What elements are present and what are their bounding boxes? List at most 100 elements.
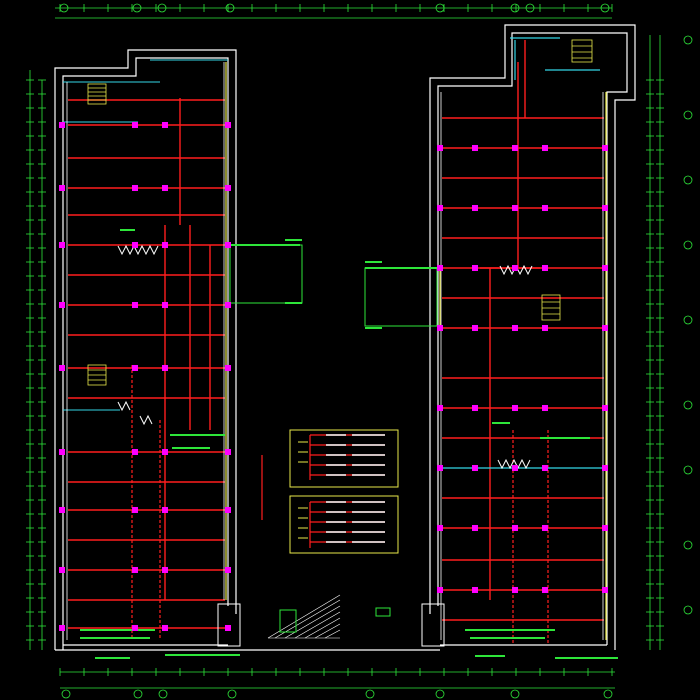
sprinkler-head-icon [225, 625, 231, 631]
bottom-stairwells [217, 603, 445, 647]
sprinkler-head-icon [132, 507, 138, 513]
sprinkler-head-icon [132, 567, 138, 573]
sprinkler-head-icon [225, 507, 231, 513]
sprinkler-head-icon [512, 265, 518, 271]
sprinkler-head-icon [472, 265, 478, 271]
wall-ticks [26, 4, 664, 676]
sprinkler-head-icon [162, 365, 168, 371]
sprinkler-head-icon [602, 205, 608, 211]
sprinkler-head-icon [162, 507, 168, 513]
sprinkler-head-icon [437, 525, 443, 531]
sprinkler-head-icon [59, 185, 65, 191]
sprinkler-head-icon [602, 525, 608, 531]
sprinkler-head-icon [472, 405, 478, 411]
sprinkler-head-icon [162, 242, 168, 248]
sprinkler-head-icon [437, 465, 443, 471]
sprinkler-head-icon [225, 449, 231, 455]
riser-labels [326, 434, 385, 543]
right-building-walls [429, 24, 636, 650]
riser-schedule [298, 441, 308, 539]
riser-lines [261, 434, 385, 548]
sprinkler-head-icon [512, 465, 518, 471]
sprinkler-head-icon [132, 122, 138, 128]
sprinkler-head-icon [132, 625, 138, 631]
sprinkler-head-icon [59, 449, 65, 455]
sprinkler-head-icon [542, 205, 548, 211]
sprinkler-head-icon [542, 145, 548, 151]
sprinkler-head-icon [602, 265, 608, 271]
sprinkler-head-icon [542, 325, 548, 331]
sprinkler-head-icon [59, 242, 65, 248]
sprinkler-head-icon [602, 587, 608, 593]
sprinkler-head-icon [437, 587, 443, 593]
sprinkler-head-icon [132, 449, 138, 455]
sprinkler-head-icon [472, 465, 478, 471]
sprinkler-head-icon [437, 325, 443, 331]
sprinkler-head-icon [472, 525, 478, 531]
sprinkler-head-icon [542, 525, 548, 531]
sprinkler-head-icon [162, 302, 168, 308]
sprinkler-head-icon [602, 325, 608, 331]
left-cyan-lines [63, 59, 228, 411]
sprinkler-head-icon [132, 302, 138, 308]
sprinkler-head-icon [59, 365, 65, 371]
sprinkler-head-icon [472, 205, 478, 211]
left-pipe-grid [68, 98, 225, 629]
sprinkler-head-icon [602, 145, 608, 151]
sprinkler-head-icon [162, 122, 168, 128]
sprinkler-head-icon [225, 122, 231, 128]
stair-icon [87, 39, 593, 386]
sprinkler-head-icon [602, 465, 608, 471]
dimension-lines [29, 7, 661, 689]
sprinkler-head-icon [132, 185, 138, 191]
left-building-walls [54, 49, 440, 651]
sprinkler-head-icon [512, 325, 518, 331]
sprinkler-head-icon [225, 185, 231, 191]
sprinkler-head-icon [162, 567, 168, 573]
sprinkler-head-icon [542, 265, 548, 271]
left-walls-inner [66, 62, 225, 640]
right-pipe-grid [442, 40, 604, 621]
sprinkler-head-icon [512, 525, 518, 531]
right-yellow-strip [439, 92, 607, 640]
axis-bubbles [59, 3, 693, 699]
sprinkler-head-icon [225, 365, 231, 371]
sprinkler-head-icon [225, 567, 231, 573]
sprinkler-head-icon [59, 567, 65, 573]
sprinkler-head-icon [59, 302, 65, 308]
sprinkler-head-icon [512, 145, 518, 151]
sprinkler-head-icon [542, 587, 548, 593]
sprinkler-head-icon [162, 449, 168, 455]
sprinkler-head-icon [437, 205, 443, 211]
sprinkler-head-icon [162, 625, 168, 631]
sprinkler-head-icon [59, 122, 65, 128]
sprinkler-head-icon [602, 405, 608, 411]
sprinkler-head-icon [512, 587, 518, 593]
sprinkler-head-icon [472, 145, 478, 151]
left-dashed-risers [131, 365, 161, 640]
connector-rooms [229, 244, 438, 554]
sprinkler-head-icon [542, 465, 548, 471]
sprinkler-head-icon [512, 205, 518, 211]
ramp [267, 594, 341, 639]
sprinkler-head-icon [225, 242, 231, 248]
sprinkler-head-icon [132, 365, 138, 371]
green-annotations [80, 229, 618, 659]
sprinkler-head-icon [472, 325, 478, 331]
sprinkler-head-icon [437, 145, 443, 151]
sprinkler-head-icon [512, 405, 518, 411]
right-walls-inner [440, 92, 604, 640]
sprinkler-head-icon [437, 405, 443, 411]
sprinkler-head-icon [132, 242, 138, 248]
sprinkler-head-icon [437, 265, 443, 271]
right-dashed-risers [512, 430, 549, 645]
sprinkler-heads [59, 122, 608, 631]
sprinkler-head-icon [162, 185, 168, 191]
sprinkler-head-icon [542, 405, 548, 411]
sprinkler-head-icon [472, 587, 478, 593]
sprinkler-head-icon [225, 302, 231, 308]
right-cyan-lines [442, 37, 604, 469]
sprinkler-head-icon [59, 625, 65, 631]
sprinkler-head-icon [59, 507, 65, 513]
